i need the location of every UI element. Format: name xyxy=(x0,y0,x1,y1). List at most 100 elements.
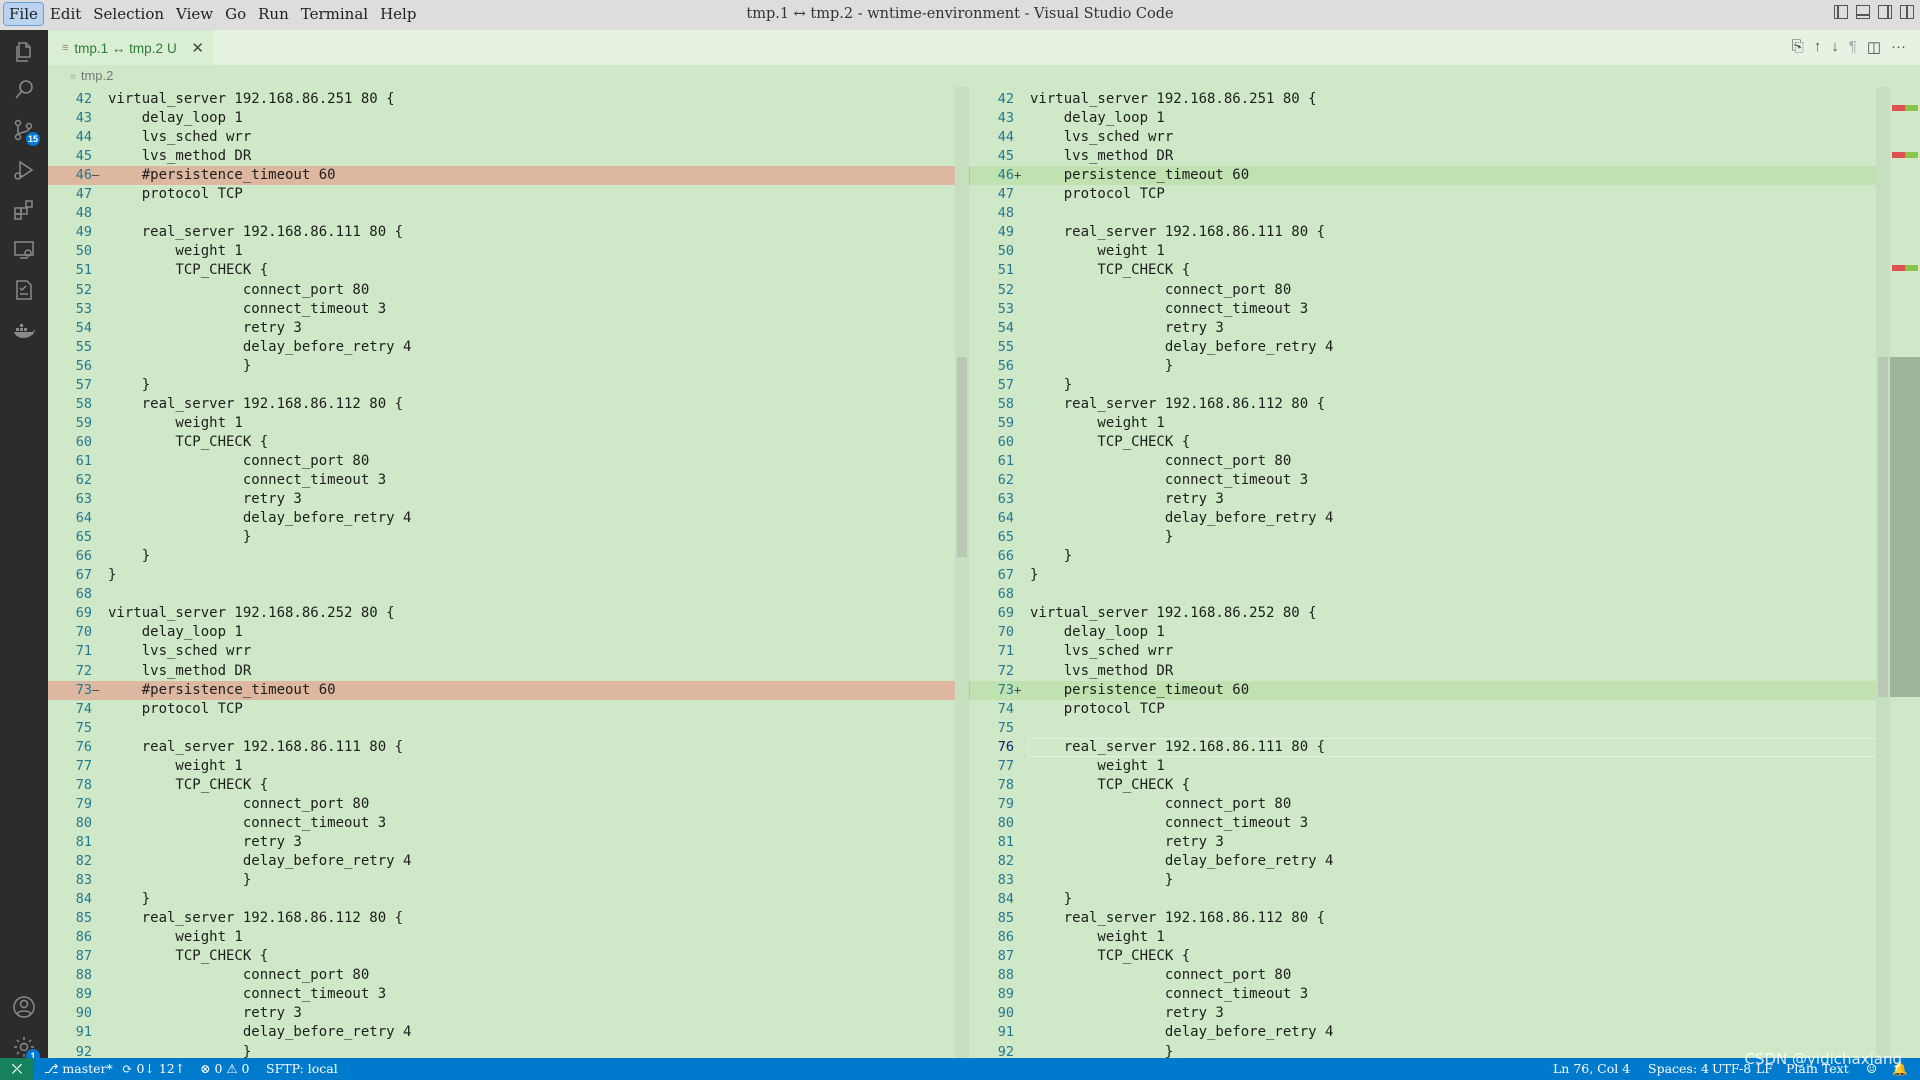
toggle-panel-icon[interactable] xyxy=(1856,5,1870,19)
diff-line[interactable]: 92 } xyxy=(48,1043,970,1059)
diff-line[interactable]: 70 delay_loop 1 xyxy=(48,623,970,642)
diff-line[interactable]: 48 xyxy=(48,204,970,223)
right-scrollbar-thumb[interactable] xyxy=(1878,357,1888,697)
diff-line[interactable]: 88 connect_port 80 xyxy=(48,966,970,985)
diff-line[interactable]: 77 weight 1 xyxy=(48,757,970,776)
files-icon[interactable] xyxy=(0,30,48,74)
diff-line[interactable]: 60 TCP_CHECK { xyxy=(48,433,970,452)
diff-line[interactable]: 78 TCP_CHECK { xyxy=(970,776,1889,795)
overview-ruler[interactable] xyxy=(1890,87,1920,1058)
diff-line[interactable]: 87 TCP_CHECK { xyxy=(48,947,970,966)
diff-line[interactable]: 51 TCP_CHECK { xyxy=(48,261,970,280)
diff-line[interactable]: 81 retry 3 xyxy=(48,833,970,852)
diff-line[interactable]: 61 connect_port 80 xyxy=(970,452,1889,471)
problems-status[interactable]: ⊗ 0 ⚠ 0 xyxy=(200,1061,250,1076)
diff-line[interactable]: 88 connect_port 80 xyxy=(970,966,1889,985)
diff-line[interactable]: 89 connect_timeout 3 xyxy=(48,985,970,1004)
toggle-primary-sidebar-icon[interactable] xyxy=(1834,5,1848,19)
diff-line[interactable]: 59 weight 1 xyxy=(970,414,1889,433)
customize-layout-icon[interactable] xyxy=(1900,5,1914,19)
run-debug-icon[interactable] xyxy=(0,148,48,192)
menu-view[interactable]: View xyxy=(176,5,214,23)
indentation[interactable]: Spaces: 4 xyxy=(1648,1061,1709,1076)
left-scrollbar[interactable] xyxy=(955,87,969,1058)
diff-line[interactable]: 80 connect_timeout 3 xyxy=(970,814,1889,833)
diff-line[interactable]: 58 real_server 192.168.86.112 80 { xyxy=(48,395,970,414)
diff-line[interactable]: 45 lvs_method DR xyxy=(48,147,970,166)
diff-line[interactable]: 79 connect_port 80 xyxy=(970,795,1889,814)
diff-line[interactable]: 74 protocol TCP xyxy=(970,700,1889,719)
split-editor-icon[interactable]: ◫ xyxy=(1866,39,1881,56)
diff-line[interactable]: 59 weight 1 xyxy=(48,414,970,433)
right-scrollbar[interactable] xyxy=(1876,87,1890,1058)
docker-icon[interactable] xyxy=(0,308,48,352)
diff-line[interactable]: 63 retry 3 xyxy=(970,490,1889,509)
diff-line[interactable]: 85 real_server 192.168.86.112 80 { xyxy=(970,909,1889,928)
diff-line[interactable]: 75 xyxy=(970,719,1889,738)
menu-terminal[interactable]: Terminal xyxy=(300,5,369,23)
overview-slider[interactable] xyxy=(1890,357,1920,697)
tab-diff[interactable]: ≡ tmp.1 ↔ tmp.2 U ✕ xyxy=(48,30,214,65)
breadcrumb-file[interactable]: tmp.2 xyxy=(80,68,114,83)
diff-line[interactable]: 89 connect_timeout 3 xyxy=(970,985,1889,1004)
diff-line[interactable]: 44 lvs_sched wrr xyxy=(970,128,1889,147)
close-icon[interactable]: ✕ xyxy=(191,40,204,57)
diff-line[interactable]: 48 xyxy=(970,204,1889,223)
diff-line[interactable]: 49 real_server 192.168.86.111 80 { xyxy=(48,223,970,242)
diff-line[interactable]: 44 lvs_sched wrr xyxy=(48,128,970,147)
end-of-line[interactable]: LF xyxy=(1756,1061,1773,1076)
diff-line[interactable]: 73+ persistence_timeout 60 xyxy=(970,680,1889,700)
diff-line[interactable]: 50 weight 1 xyxy=(970,242,1889,261)
diff-line[interactable]: 61 connect_port 80 xyxy=(48,452,970,471)
diff-line[interactable]: 49 real_server 192.168.86.111 80 { xyxy=(970,223,1889,242)
diff-line[interactable]: 72 lvs_method DR xyxy=(970,662,1889,681)
diff-line[interactable]: 67} xyxy=(48,566,970,585)
diff-line[interactable]: 55 delay_before_retry 4 xyxy=(970,338,1889,357)
diff-line[interactable]: 66 } xyxy=(970,547,1889,566)
diff-line[interactable]: 53 connect_timeout 3 xyxy=(48,300,970,319)
diff-line[interactable]: 52 connect_port 80 xyxy=(48,281,970,300)
diff-line[interactable]: 81 retry 3 xyxy=(970,833,1889,852)
diff-line[interactable]: 84 } xyxy=(970,890,1889,909)
diff-line[interactable]: 68 xyxy=(970,585,1889,604)
search-icon[interactable] xyxy=(0,68,48,112)
diff-line[interactable]: 52 connect_port 80 xyxy=(970,281,1889,300)
remote-explorer-icon[interactable] xyxy=(0,228,48,272)
diff-line[interactable]: 91 delay_before_retry 4 xyxy=(48,1023,970,1042)
diff-line[interactable]: 57 } xyxy=(48,376,970,395)
diff-line[interactable]: 73— #persistence_timeout 60 xyxy=(48,680,970,700)
toggle-secondary-sidebar-icon[interactable] xyxy=(1878,5,1892,19)
diff-line[interactable]: 58 real_server 192.168.86.112 80 { xyxy=(970,395,1889,414)
diff-line[interactable]: 71 lvs_sched wrr xyxy=(970,642,1889,661)
notifications-icon[interactable]: 🔔 xyxy=(1892,1061,1908,1076)
diff-line[interactable]: 84 } xyxy=(48,890,970,909)
diff-line[interactable]: 75 xyxy=(48,719,970,738)
diff-line[interactable]: 68 xyxy=(48,585,970,604)
diff-line[interactable]: 56 } xyxy=(970,357,1889,376)
diff-line[interactable]: 74 protocol TCP xyxy=(48,700,970,719)
diff-line[interactable]: 64 delay_before_retry 4 xyxy=(48,509,970,528)
diff-line[interactable]: 63 retry 3 xyxy=(48,490,970,509)
show-whitespace-icon[interactable]: ¶ xyxy=(1848,38,1857,55)
menu-selection[interactable]: Selection xyxy=(93,5,165,23)
menu-file[interactable]: File xyxy=(3,2,44,26)
menu-edit[interactable]: Edit xyxy=(49,5,82,23)
diff-line[interactable]: 82 delay_before_retry 4 xyxy=(48,852,970,871)
diff-line[interactable]: 66 } xyxy=(48,547,970,566)
diff-line[interactable]: 50 weight 1 xyxy=(48,242,970,261)
sync-status[interactable]: ⟳ 0↓ 12↑ xyxy=(122,1061,186,1076)
diff-line[interactable]: 79 connect_port 80 xyxy=(48,795,970,814)
diff-line[interactable]: 76 real_server 192.168.86.111 80 { xyxy=(970,737,1889,757)
diff-line[interactable]: 53 connect_timeout 3 xyxy=(970,300,1889,319)
diff-line[interactable]: 60 TCP_CHECK { xyxy=(970,433,1889,452)
diff-line[interactable]: 45 lvs_method DR xyxy=(970,147,1889,166)
diff-line[interactable]: 54 retry 3 xyxy=(970,319,1889,338)
diff-line[interactable]: 90 retry 3 xyxy=(48,1004,970,1023)
cursor-position[interactable]: Ln 76, Col 4 xyxy=(1553,1061,1631,1076)
diff-line[interactable]: 67} xyxy=(970,566,1889,585)
diff-line[interactable]: 62 connect_timeout 3 xyxy=(48,471,970,490)
diff-line[interactable]: 82 delay_before_retry 4 xyxy=(970,852,1889,871)
diff-line[interactable]: 65 } xyxy=(48,528,970,547)
